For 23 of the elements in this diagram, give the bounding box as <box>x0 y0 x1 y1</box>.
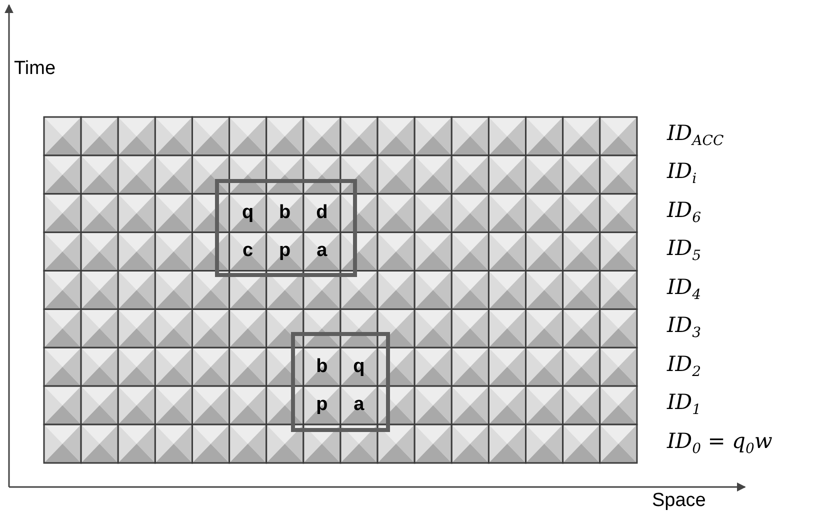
axis-label: Time <box>14 58 56 80</box>
row-label: ID$_{3}$ <box>667 313 702 342</box>
window-frame <box>215 179 357 277</box>
row-label: ID$_{6}$ <box>667 198 702 226</box>
row-label: ID$_{0}$ = q$_{0}$w <box>667 428 772 457</box>
tape-symbol: b <box>278 200 292 225</box>
row-label: ID$_{2}$ <box>667 352 702 380</box>
row-label: ID$_{1}$ <box>667 390 702 418</box>
tape-symbol: a <box>352 393 366 418</box>
tape-symbol: d <box>315 200 329 225</box>
axis-label: Space <box>652 490 706 512</box>
row-label: ID$_{4}$ <box>667 274 702 303</box>
tape-symbol: c <box>242 239 254 264</box>
row-label: ID$_{ACC}$ <box>667 121 724 150</box>
tape-symbol: q <box>352 354 366 379</box>
tape-symbol: a <box>316 239 328 264</box>
window-frame <box>291 332 390 432</box>
row-label: ID$_{i}$ <box>667 159 697 188</box>
row-label: ID$_{5}$ <box>667 236 702 264</box>
tape-symbol: q <box>240 200 255 225</box>
tape-symbol: p <box>278 239 292 264</box>
tape-symbol: p <box>315 393 329 418</box>
tape-symbol: b <box>315 354 329 379</box>
